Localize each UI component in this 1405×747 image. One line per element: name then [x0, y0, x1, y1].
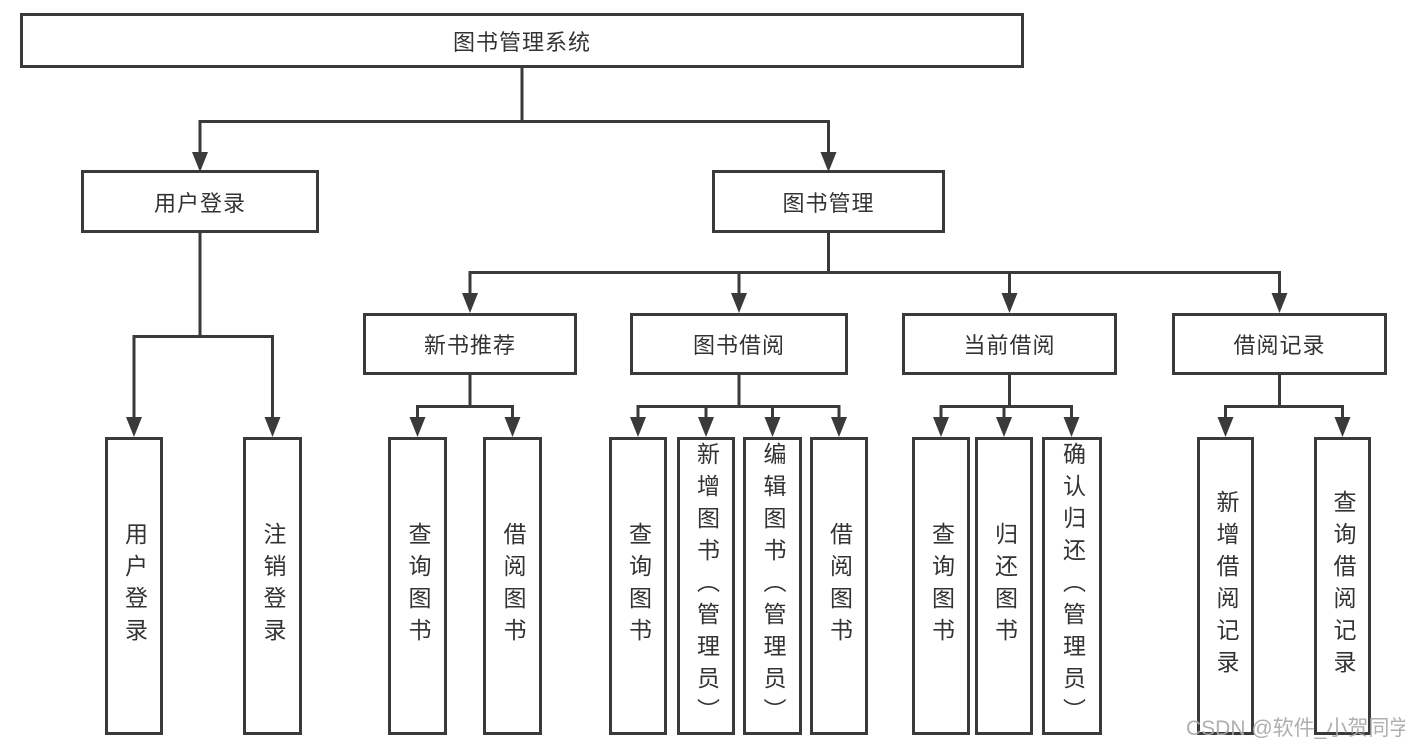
arrowhead-down: [820, 152, 837, 172]
arrowhead-down: [462, 293, 478, 313]
node-new-book-recommend-label: 新书推荐: [423, 333, 516, 358]
leaf-add-borrow-record-label: 新增借阅记录: [1213, 490, 1239, 682]
leaf-query-books-current: 查询图书: [912, 437, 970, 735]
node-new-book-recommend: 新书推荐: [363, 313, 577, 375]
csdn-watermark: CSDN @软件_小贺同学: [1186, 717, 1405, 740]
node-book-borrow: 图书借阅: [630, 313, 848, 375]
connector-line: [636, 405, 841, 421]
connector-line: [468, 271, 1281, 298]
leaf-query-borrow-record-label: 查询借阅记录: [1330, 490, 1356, 682]
leaf-borrow-books-recommend-label: 借阅图书: [500, 522, 526, 650]
leaf-edit-books-admin-label: 编辑图书（管理员）: [760, 442, 786, 730]
arrowhead-down: [1217, 417, 1234, 437]
node-borrow-records-label: 借阅记录: [1233, 333, 1326, 358]
connector-line: [132, 335, 274, 421]
leaf-query-books-borrow-label: 查询图书: [625, 522, 652, 650]
leaf-borrow-books-recommend: 借阅图书: [483, 437, 542, 735]
leaf-query-books-borrow: 查询图书: [609, 437, 667, 735]
node-user-login: 用户登录: [81, 170, 319, 233]
arrowhead-down: [1063, 417, 1080, 437]
node-book-management: 图书管理: [712, 170, 945, 233]
node-borrow-records: 借阅记录: [1172, 313, 1387, 375]
leaf-user-login: 用户登录: [105, 437, 163, 735]
leaf-add-books-admin: 新增图书（管理员）: [677, 437, 735, 735]
leaf-add-borrow-record: 新增借阅记录: [1197, 437, 1254, 735]
arrowhead-down: [1271, 293, 1288, 313]
arrowhead-down: [1001, 293, 1018, 313]
leaf-return-books: 归还图书: [975, 437, 1033, 735]
arrowhead-down: [764, 417, 781, 437]
connector-line: [1224, 405, 1344, 421]
connector-root-to-level2: [192, 68, 837, 172]
node-current-borrow: 当前借阅: [902, 313, 1117, 375]
leaf-borrow-books: 借阅图书: [810, 437, 868, 735]
leaf-add-books-admin-label: 新增图书（管理员）: [693, 442, 720, 730]
leaf-confirm-return-admin-label: 确认归还（管理员）: [1059, 442, 1086, 730]
arrowhead-down: [630, 417, 646, 437]
leaf-query-books-current-label: 查询图书: [928, 522, 955, 650]
leaf-borrow-books-label: 借阅图书: [826, 522, 853, 650]
leaf-confirm-return-admin: 确认归还（管理员）: [1042, 437, 1102, 735]
connector-user-login-branch: [126, 233, 281, 437]
connector-line: [939, 405, 1073, 421]
connector-book-management-branch: [462, 233, 1288, 313]
leaf-query-books-recommend-label: 查询图书: [405, 522, 431, 650]
arrowhead-down: [264, 417, 281, 437]
leaf-query-books-recommend: 查询图书: [388, 437, 447, 735]
leaf-query-borrow-record: 查询借阅记录: [1314, 437, 1371, 735]
node-book-borrow-label: 图书借阅: [692, 333, 785, 358]
node-current-borrow-label: 当前借阅: [963, 333, 1056, 358]
leaf-logout-label: 注销登录: [260, 522, 286, 650]
leaf-logout: 注销登录: [243, 437, 302, 735]
arrowhead-down: [192, 152, 208, 172]
arrowhead-down: [933, 417, 949, 437]
arrowhead-down: [504, 417, 521, 437]
arrowhead-down: [126, 417, 142, 437]
arrowhead-down: [1334, 417, 1351, 437]
leaf-user-login-label: 用户登录: [121, 522, 148, 650]
leaf-return-books-label: 归还图书: [991, 522, 1018, 650]
node-root-label: 图书管理系统: [452, 29, 591, 55]
leaf-edit-books-admin: 编辑图书（管理员）: [743, 437, 802, 735]
connector-new-book-branch: [409, 375, 521, 437]
node-root-system: 图书管理系统: [20, 13, 1024, 68]
node-user-login-label: 用户登录: [153, 190, 246, 216]
arrowhead-down: [831, 417, 847, 437]
arrowhead-down: [698, 417, 714, 437]
connector-borrow-records-branch: [1217, 375, 1351, 437]
connector-book-borrow-branch: [630, 375, 847, 437]
connector-line: [198, 120, 830, 157]
arrowhead-down: [996, 417, 1012, 437]
arrowhead-down: [409, 417, 426, 437]
connector-current-borrow-branch: [933, 375, 1080, 437]
node-book-management-label: 图书管理: [782, 190, 875, 216]
arrowhead-down: [731, 293, 747, 313]
connector-line: [416, 405, 514, 421]
